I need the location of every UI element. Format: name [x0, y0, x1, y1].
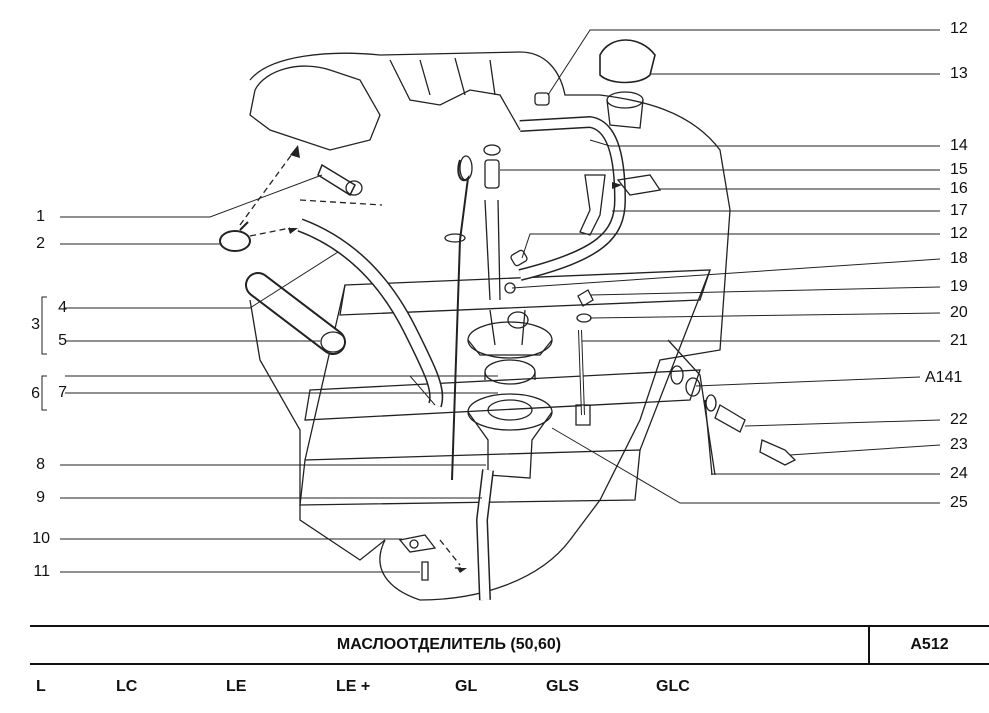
callout-19: 19: [950, 278, 968, 295]
callout-21: 21: [950, 332, 968, 349]
variant-glc: GLC: [656, 678, 690, 695]
title-divider: [868, 627, 870, 663]
callout-12b: 12: [950, 225, 968, 242]
ghost-panel: [304, 369, 701, 421]
dipstick-tube: [484, 199, 501, 301]
variant-lc: LC: [116, 678, 138, 695]
callout-4: 4: [58, 299, 67, 316]
bracket-16: [579, 174, 606, 236]
parts-diagram: 1 2 3 4 5 6 7 8 9 10 11 12 13 14 15 16 1…: [31, 20, 968, 601]
dipstick: [451, 159, 470, 481]
callout-3: 3: [31, 316, 40, 333]
variant-le: LE: [226, 678, 247, 695]
callout-14: 14: [950, 137, 968, 154]
nut-19: [577, 289, 594, 307]
callout-8: 8: [36, 456, 45, 473]
variant-gl: GL: [455, 678, 478, 695]
engine-block-outline: [249, 51, 731, 601]
callout-16: 16: [950, 180, 968, 197]
callout-20: 20: [950, 304, 968, 321]
washer-24: [705, 394, 717, 412]
washer-20: [576, 313, 592, 323]
ghost-panel: [339, 269, 711, 316]
callout-24: 24: [950, 465, 968, 482]
washer-a141: [670, 365, 684, 385]
diagram-code: A512: [910, 636, 949, 653]
callout-12: 12: [950, 20, 968, 37]
callout-18: 18: [950, 250, 968, 267]
fitting-22: [714, 404, 746, 433]
callout-a141: A141: [925, 369, 963, 386]
callout-7: 7: [58, 384, 67, 401]
variant-le-plus: LE +: [336, 678, 371, 695]
callout-11: 11: [33, 563, 50, 580]
callout-15: 15: [950, 161, 968, 178]
clamp-12: [534, 92, 550, 106]
intake-manifold: [249, 65, 381, 151]
callout-9: 9: [36, 489, 45, 506]
ghost-panel: [299, 449, 641, 506]
callout-6: 6: [31, 385, 40, 402]
callout-1: 1: [36, 208, 45, 225]
variant-l: L: [36, 678, 46, 695]
sensor-23: [759, 439, 797, 466]
hose-4: [297, 218, 444, 408]
variant-gls: GLS: [546, 678, 579, 695]
title-bar: МАСЛООТДЕЛИТЕЛЬ (50,60) A512: [30, 625, 989, 665]
fitting-1: [317, 163, 356, 197]
callout-23: 23: [950, 436, 968, 453]
callout-2: 2: [36, 235, 45, 252]
callout-17: 17: [950, 202, 968, 219]
exploded-view-drawing: [41, 29, 941, 601]
callout-22: 22: [950, 411, 968, 428]
callout-5: 5: [58, 332, 67, 349]
bracket-10: [398, 534, 437, 553]
diagram-title: МАСЛООТДЕЛИТЕЛЬ (50,60): [336, 636, 562, 653]
clamp-2: [219, 230, 251, 252]
callout-25: 25: [950, 494, 968, 511]
bolt-11: [421, 561, 429, 581]
callout-13: 13: [950, 65, 968, 82]
separator-housing: [467, 321, 553, 359]
callout-10: 10: [32, 530, 50, 547]
oil-cap-13: [599, 39, 656, 84]
